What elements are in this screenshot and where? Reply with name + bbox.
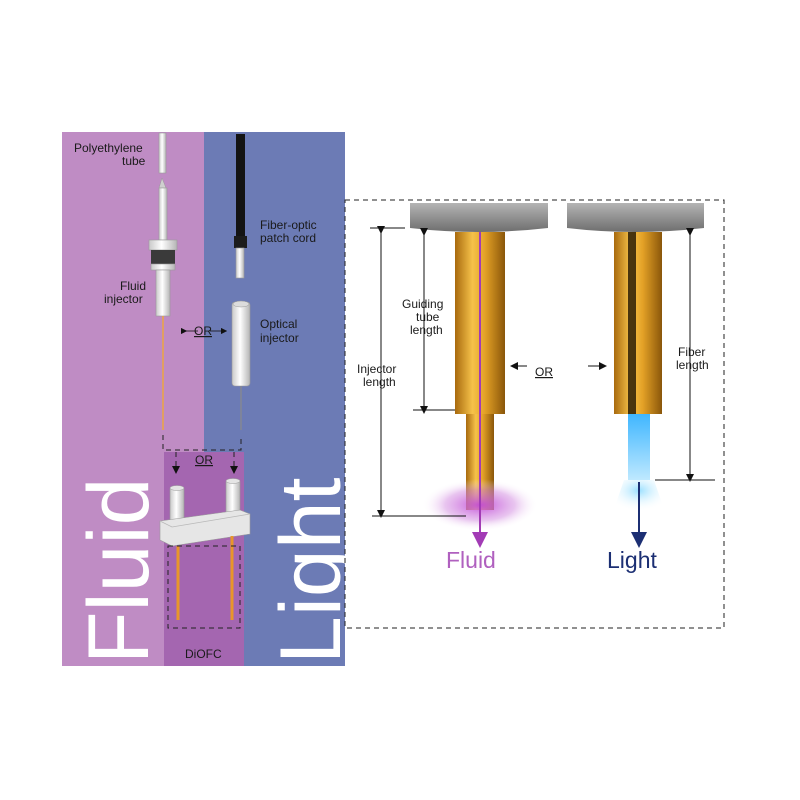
big-light-text: Light	[263, 477, 359, 664]
or-small-top: OR	[180, 324, 228, 338]
fluid-injector	[148, 177, 178, 430]
dashed-connector: OR	[162, 435, 242, 474]
polyethylene-tube	[158, 132, 167, 174]
fiber-optic-patch-cord	[234, 134, 247, 279]
detail-frame	[344, 199, 725, 629]
light-output-label: Light	[607, 547, 657, 573]
diofc-label: DiOFC	[185, 647, 222, 661]
polyethylene-tube-label: Polyethylene tube	[74, 141, 146, 168]
diofc-assembly	[159, 478, 251, 629]
left-panel: Fluid Light Polyethylene tube Fluid inje…	[62, 132, 359, 666]
or-large: OR	[510, 362, 607, 379]
big-fluid-text: Fluid	[71, 478, 167, 664]
fiber-length-dimension	[655, 228, 715, 482]
fluid-output-label: Fluid	[446, 547, 496, 573]
fiber-length-label: Fiber length	[676, 345, 709, 372]
optical-injector	[231, 300, 251, 430]
fluid-injector-detail	[410, 203, 548, 548]
injector-length-dimension	[370, 226, 466, 518]
svg-text:OR: OR	[194, 324, 212, 338]
fiber-optic-patch-cord-label: Fiber-optic patch cord	[260, 218, 320, 245]
optical-injector-detail	[567, 203, 704, 548]
svg-text:OR: OR	[195, 453, 213, 467]
guiding-tube-length-dimension	[413, 228, 455, 414]
fluid-injector-label: Fluid injector	[104, 279, 149, 306]
right-panel: OR Guiding tube length Injector length	[344, 199, 725, 629]
guiding-tube-length-label: Guiding tube length	[402, 297, 447, 337]
injector-length-label: Injector length	[357, 362, 400, 389]
optical-injector-label: Optical injector	[260, 317, 301, 345]
svg-text:OR: OR	[535, 365, 553, 379]
